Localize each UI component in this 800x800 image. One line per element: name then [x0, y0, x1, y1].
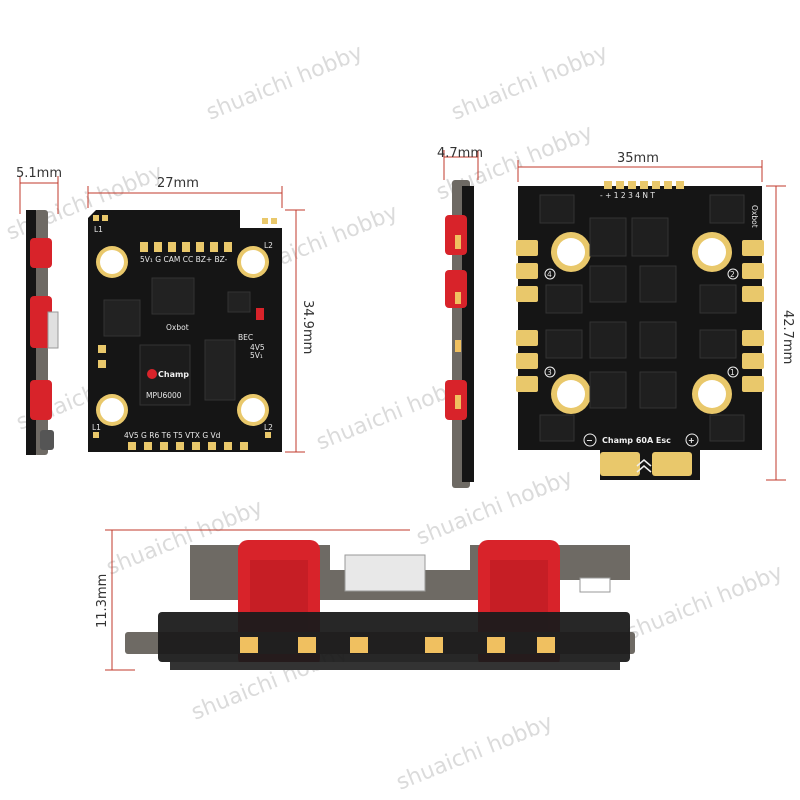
- fc-width-dimension: 27mm: [87, 176, 283, 208]
- fc-top-pads: [140, 242, 232, 252]
- svg-text:−: −: [586, 436, 593, 445]
- stack-leds: [240, 637, 555, 653]
- mounting-hole: [692, 374, 732, 414]
- esc-width-label: 35mm: [617, 151, 659, 166]
- fc-bec-label: BEC: [238, 333, 253, 342]
- esc-signal-pads: [604, 181, 684, 189]
- esc-brand-label: Oxbot: [750, 205, 759, 228]
- fc-side-pads: [98, 345, 106, 368]
- mounting-hole: [96, 246, 128, 278]
- fc-top-pad-labels: 5V₁ G CAM CC BZ+ BZ-: [140, 255, 228, 264]
- fc-imu-label: MPU6000: [146, 391, 182, 400]
- esc-motor-number: 2: [727, 268, 739, 280]
- stack-side-view: [125, 540, 635, 670]
- esc-signal-pad-labels: - + 1 2 3 4 N T: [600, 191, 655, 200]
- fc-width-label: 27mm: [157, 176, 199, 191]
- svg-text:2: 2: [730, 270, 735, 279]
- mounting-hole: [96, 394, 128, 426]
- esc-mosfets: [539, 194, 745, 442]
- connector-plug: [344, 554, 426, 592]
- mounting-hole: [237, 394, 269, 426]
- esc-power-pad-negative: [600, 452, 640, 476]
- esc-model-label: Champ 60A Esc: [602, 436, 671, 445]
- esc-thickness-dimension: 4.7mm: [437, 146, 483, 180]
- watermark: shuaichi hobby: [203, 40, 367, 126]
- fc-led: [256, 308, 264, 320]
- watermark: shuaichi hobby: [448, 40, 612, 126]
- svg-text:4: 4: [547, 270, 552, 279]
- watermark: shuaichi hobby: [393, 710, 557, 796]
- esc-thickness-label: 4.7mm: [437, 146, 483, 161]
- watermark: shuaichi hobby: [623, 560, 787, 646]
- esc-width-dimension: 35mm: [517, 151, 763, 182]
- esc-top-view: - + 1 2 3 4 N T Oxbot 4 2 3 1 − Champ 60…: [516, 181, 764, 480]
- mounting-hole: [237, 246, 269, 278]
- fc-mcu-chip: [151, 277, 195, 315]
- mounting-hole: [692, 232, 732, 272]
- esc-power-pad-positive: [652, 452, 692, 476]
- watermark: shuaichi hobby: [413, 465, 577, 551]
- fc-brand-label: Oxbot: [166, 323, 189, 332]
- esc-side-leds: [455, 235, 461, 409]
- champ-logo-icon: [147, 369, 157, 379]
- fc-thickness-label: 5.1mm: [16, 166, 62, 181]
- esc-height-label: 42.7mm: [780, 310, 795, 364]
- fc-height-dimension: 34.9mm: [285, 209, 315, 453]
- fc-height-label: 34.9mm: [300, 300, 315, 354]
- esc-motor-number: 1: [727, 366, 739, 378]
- fc-bec-5v-label: 5V₁: [250, 351, 263, 360]
- fc-chip: [103, 299, 141, 337]
- fc-corner-label-br: L2: [264, 423, 273, 432]
- svg-text:1: 1: [730, 368, 735, 377]
- esc-motor-pads: [516, 240, 764, 392]
- esc-side-view: [445, 180, 474, 488]
- fc-corner-label-tr: L2: [264, 241, 273, 250]
- fc-thickness-dimension: 5.1mm: [16, 166, 62, 214]
- svg-text:+: +: [688, 436, 695, 445]
- esc-plus-terminal: +: [685, 433, 699, 447]
- stack-height-label: 11.3mm: [95, 574, 110, 628]
- stack-height-dimension: 11.3mm: [95, 529, 410, 671]
- fc-bottom-pad-labels: 4V5 G R6 T6 T5 VTX G Vd: [124, 431, 221, 440]
- fc-corner-label-tl: L1: [94, 225, 103, 234]
- fc-top-view: 5V₁ G CAM CC BZ+ BZ- 4V5 G R6 T6 T5 VTX …: [88, 210, 282, 452]
- chevron-up-icon: [636, 459, 652, 473]
- fc-bec-4v5-label: 4V5: [250, 343, 265, 352]
- fc-chip: [227, 291, 251, 313]
- mounting-hole: [551, 232, 591, 272]
- fc-side-view: [26, 210, 59, 455]
- esc-motor-number: 3: [544, 366, 556, 378]
- esc-height-dimension: 42.7mm: [766, 185, 795, 481]
- fc-chip: [204, 339, 236, 401]
- mounting-hole: [551, 374, 591, 414]
- fc-corner-label-bl: L1: [92, 423, 101, 432]
- svg-text:3: 3: [547, 368, 552, 377]
- fc-bottom-pads: [128, 442, 248, 450]
- esc-minus-terminal: −: [583, 433, 597, 447]
- fc-corner-pads: [93, 215, 277, 438]
- esc-motor-number: 4: [544, 268, 556, 280]
- fc-logo-text: Champ: [158, 370, 189, 379]
